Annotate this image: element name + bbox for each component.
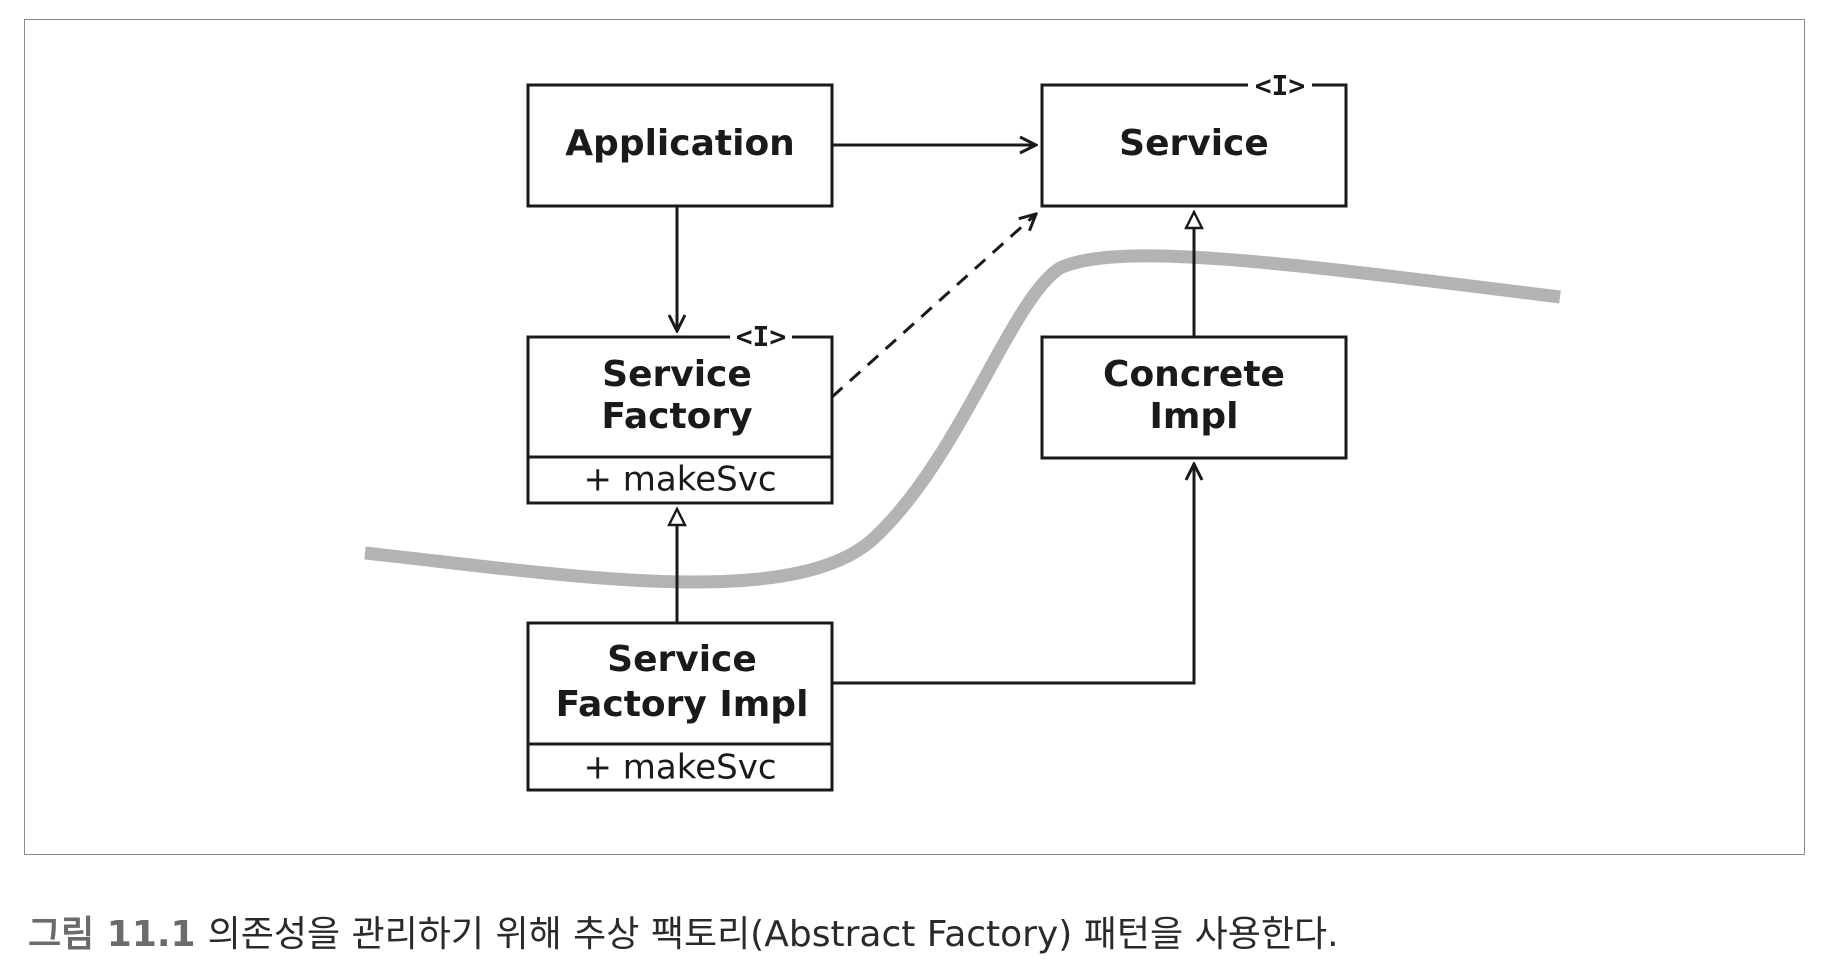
figure-number: 그림 11.1 — [28, 914, 196, 955]
service-title: Service — [1119, 123, 1269, 164]
arrow-factory-impl-to-concrete-impl — [832, 464, 1194, 685]
service-factory-impl-title-line1: Service — [607, 639, 757, 680]
service-factory-box: <I> Service Factory + makeSvc — [526, 320, 834, 505]
architecture-boundary-curve — [364, 249, 1561, 589]
service-factory-title-line2: Factory — [601, 396, 752, 437]
figure-frame — [24, 19, 1805, 855]
service-interface-stereotype: <I> — [1255, 69, 1306, 102]
service-factory-impl-title-line2: Factory Impl — [556, 684, 809, 725]
service-factory-impl-box: Service Factory Impl + makeSvc — [526, 621, 834, 792]
concrete-impl-box: Concrete Impl — [1040, 335, 1348, 460]
figure-caption: 그림 11.1 의존성을 관리하기 위해 추상 팩토리(Abstract Fact… — [28, 905, 1339, 957]
application-title: Application — [565, 123, 795, 164]
service-factory-method: + makeSvc — [583, 460, 776, 500]
service-factory-impl-method: + makeSvc — [583, 748, 776, 788]
service-interface-box: <I> Service — [1040, 69, 1348, 208]
concrete-impl-title-line1: Concrete — [1103, 354, 1285, 395]
service-factory-title-line1: Service — [602, 354, 752, 395]
concrete-impl-title-line2: Impl — [1149, 396, 1238, 437]
dashed-arrow-factory-to-service — [830, 214, 1036, 399]
figure-caption-text: 의존성을 관리하기 위해 추상 팩토리(Abstract Factory) 패턴… — [207, 914, 1339, 955]
service-factory-stereotype: <I> — [736, 320, 787, 353]
application-box: Application — [526, 83, 834, 208]
